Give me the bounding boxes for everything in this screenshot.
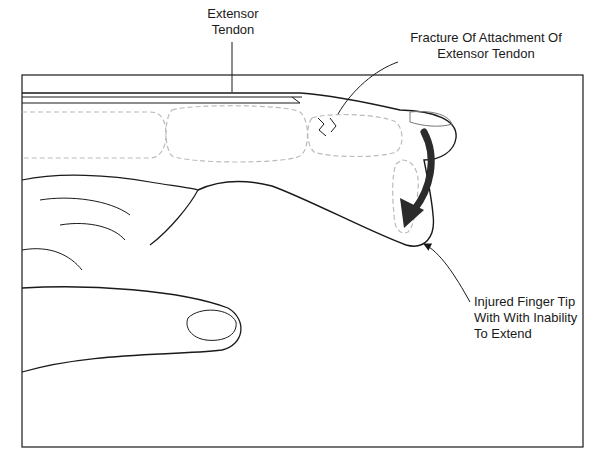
fracture-mark xyxy=(330,118,336,132)
part-label: Injured Finger Tip With With Inability T… xyxy=(474,294,592,342)
thumb-outline xyxy=(22,287,241,372)
curled-finger xyxy=(22,175,198,245)
tendon-end xyxy=(292,97,300,103)
finger-crease xyxy=(60,223,125,240)
tendon-line xyxy=(22,103,300,104)
part-label: Extensor Tendon xyxy=(196,6,270,38)
leader-line xyxy=(338,62,398,114)
bend-arrowhead xyxy=(400,198,424,228)
finger-outline xyxy=(22,93,456,246)
fracture-mark xyxy=(318,118,326,136)
leader-line xyxy=(232,42,233,92)
tendon-line xyxy=(22,97,302,98)
picture-frame xyxy=(22,75,583,447)
part-label: Fracture Of Attachment Of Extensor Tendo… xyxy=(402,30,570,62)
finger-crease xyxy=(22,249,82,270)
thumb-nail xyxy=(187,310,236,340)
leader-line xyxy=(424,244,470,302)
finger-crease xyxy=(40,198,130,215)
finger-nail xyxy=(410,112,452,127)
bend-arrow xyxy=(414,132,431,210)
metacarpal-bone xyxy=(22,112,166,158)
middle-phalanx xyxy=(308,115,402,157)
proximal-phalanx xyxy=(166,106,308,162)
